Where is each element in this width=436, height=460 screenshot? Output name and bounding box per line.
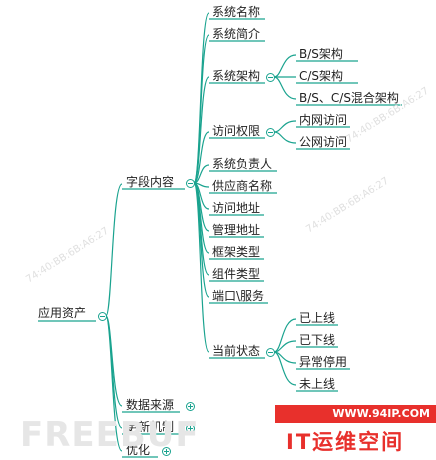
- node-access-addr[interactable]: 访问地址: [212, 201, 261, 215]
- collapse-status-toggle[interactable]: [266, 348, 275, 357]
- watermark-freebuf: FREEBUF: [20, 415, 200, 455]
- node-arch-cs[interactable]: C/S架构: [299, 69, 344, 83]
- node-component[interactable]: 组件类型: [212, 267, 261, 281]
- node-status[interactable]: 当前状态: [212, 344, 261, 358]
- node-status-disabled[interactable]: 异常停用: [299, 355, 348, 369]
- node-data-source[interactable]: 数据来源: [126, 398, 175, 412]
- node-status-online[interactable]: 已上线: [299, 311, 336, 325]
- node-owner[interactable]: 系统负责人: [212, 157, 273, 171]
- node-root[interactable]: 应用资产: [38, 306, 87, 320]
- collapse-fields-toggle[interactable]: [186, 179, 195, 188]
- node-port[interactable]: 端口\服务: [212, 289, 265, 303]
- watermark-site-strip: WWW.94IP.COM: [275, 405, 436, 423]
- expand-data-source-toggle[interactable]: [186, 402, 195, 411]
- expand-optimize-toggle[interactable]: [162, 447, 171, 456]
- collapse-access-toggle[interactable]: [266, 128, 275, 137]
- node-vendor[interactable]: 供应商名称: [212, 179, 273, 193]
- node-framework[interactable]: 框架类型: [212, 245, 261, 259]
- node-update-mechanism[interactable]: 更新机制: [126, 420, 175, 434]
- node-sys-arch[interactable]: 系统架构: [212, 69, 261, 83]
- node-access[interactable]: 访问权限: [212, 124, 261, 138]
- node-arch-mixed[interactable]: B/S、C/S混合架构: [299, 91, 399, 105]
- expand-update-mechanism-toggle[interactable]: [186, 424, 195, 433]
- node-arch-bs[interactable]: B/S架构: [299, 47, 343, 61]
- node-optimize[interactable]: 优化: [126, 443, 151, 457]
- node-status-offline[interactable]: 已下线: [299, 333, 336, 347]
- node-admin-addr[interactable]: 管理地址: [212, 223, 261, 237]
- node-access-intranet[interactable]: 内网访问: [299, 113, 348, 127]
- collapse-root-toggle[interactable]: [98, 312, 107, 321]
- node-access-public[interactable]: 公网访问: [299, 135, 348, 149]
- watermark-brand: IT运维空间: [286, 430, 405, 454]
- node-status-not-online[interactable]: 未上线: [299, 377, 336, 391]
- connector-root-optimize: [105, 315, 123, 452]
- node-sys-name[interactable]: 系统名称: [212, 5, 261, 19]
- connector-root-fields: [105, 183, 123, 317]
- node-fields[interactable]: 字段内容: [126, 175, 175, 189]
- collapse-arch-toggle[interactable]: [266, 73, 275, 82]
- node-sys-intro[interactable]: 系统简介: [212, 27, 261, 41]
